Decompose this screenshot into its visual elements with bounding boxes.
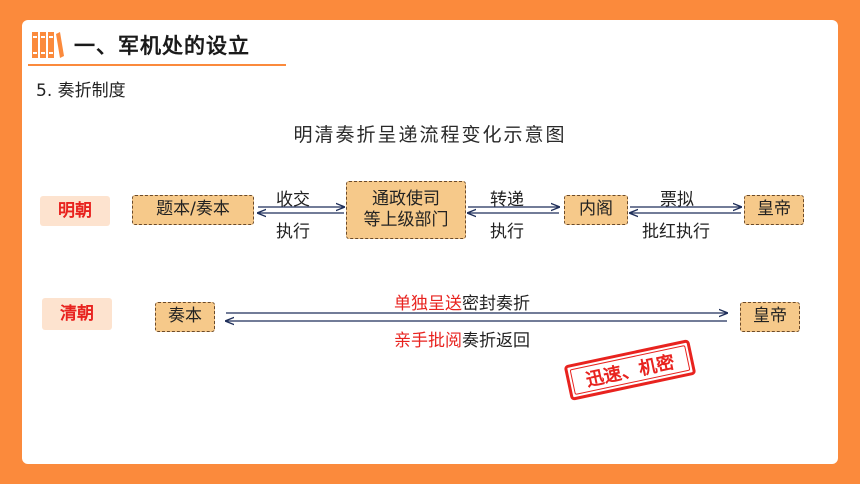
books-icon [32, 32, 64, 58]
node-tongzhengsi-line1: 通政使司 [372, 188, 440, 209]
dynasty-label-ming: 明朝 [40, 196, 110, 226]
title-underline [28, 64, 286, 66]
page-title: 一、军机处的设立 [74, 34, 250, 58]
node-memorial: 题本/奏本 [132, 195, 254, 225]
edge-label-c-bottom: 批红执行 [642, 222, 710, 242]
node-tongzhengsi-line2: 等上级部门 [363, 210, 449, 230]
edge-label-a-top: 收交 [276, 190, 310, 210]
qing-top-black: 密封奏折 [462, 294, 530, 314]
qing-top-label: 单独呈送密封奏折 [394, 289, 530, 314]
edge-label-b-bottom: 执行 [490, 222, 524, 242]
diagram-title: 明清奏折呈递流程变化示意图 [293, 124, 567, 146]
dynasty-label-qing: 清朝 [42, 298, 112, 330]
node-emperor-ming: 皇帝 [744, 195, 804, 225]
edge-label-b-top: 转递 [490, 190, 524, 210]
node-neige: 内阁 [564, 195, 628, 225]
edge-label-a-bottom: 执行 [276, 222, 310, 242]
qing-bottom-label: 亲手批阅奏折返回 [394, 326, 530, 351]
qing-bottom-red: 亲手批阅 [394, 331, 462, 351]
edge-label-c-top: 票拟 [660, 190, 694, 210]
node-tongzhengsi: 通政使司 等上级部门 [346, 181, 466, 239]
content-card [22, 20, 838, 464]
qing-bottom-black: 奏折返回 [462, 331, 530, 351]
section-label: 5. 奏折制度 [36, 81, 126, 101]
node-emperor-qing: 皇帝 [740, 302, 800, 332]
node-memorial-qing: 奏本 [155, 302, 215, 332]
qing-top-red: 单独呈送 [394, 294, 462, 314]
